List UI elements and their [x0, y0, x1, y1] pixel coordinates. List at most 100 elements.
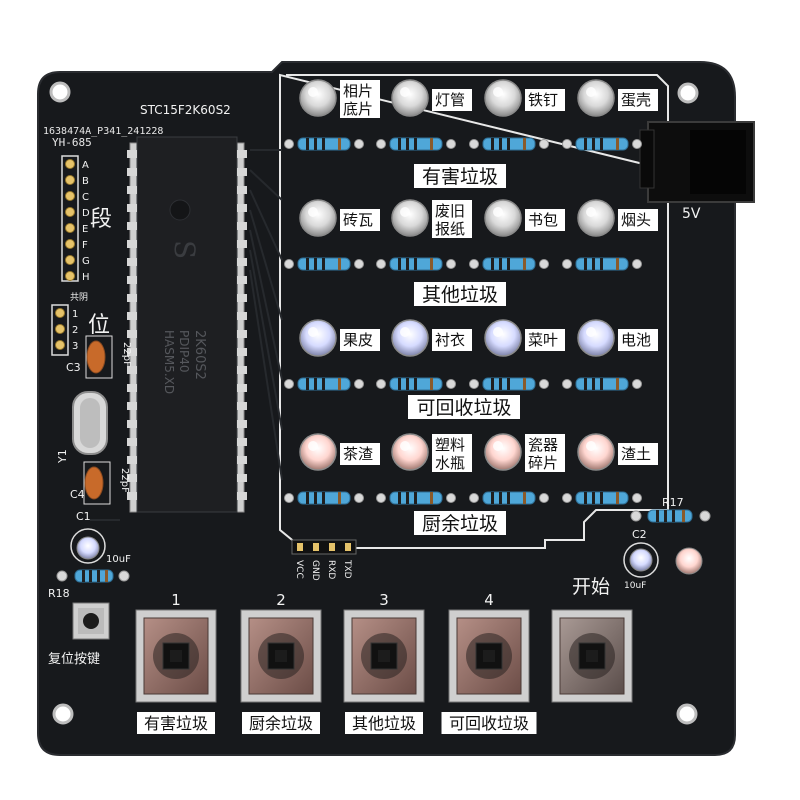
- segment-pin-label: B: [82, 176, 89, 187]
- segment-pin-label: E: [82, 224, 88, 235]
- item-label-box: [340, 443, 380, 465]
- crystal-y1: [72, 391, 108, 455]
- resistor: [376, 377, 456, 391]
- button-number: 3: [379, 591, 389, 609]
- mcu-chip: S 2K60S2 PDIP40 HASM5.XD: [127, 136, 247, 513]
- item-label-box: [432, 329, 472, 351]
- sort-button-1[interactable]: [135, 609, 217, 703]
- c4-label: C4: [70, 488, 85, 501]
- status-led: [675, 547, 703, 575]
- led-indicator: [299, 319, 337, 357]
- led-group: 相片底片灯管铁钉蛋壳有害垃圾: [284, 79, 658, 188]
- capacitor-c2: [623, 542, 659, 578]
- common-cathode-label: 共阴: [70, 292, 88, 303]
- resistor-r17: [630, 509, 711, 523]
- resistor: [376, 257, 456, 271]
- button-label-box: [242, 712, 320, 734]
- reset-button[interactable]: [72, 602, 110, 640]
- sort-button-2[interactable]: [240, 609, 322, 703]
- button-label-box: [137, 712, 215, 734]
- item-label: 相片底片: [343, 82, 373, 118]
- item-label: 砖瓦: [343, 211, 373, 229]
- led-indicator: [391, 199, 429, 237]
- item-label: 果皮: [343, 331, 373, 349]
- item-label-box: [525, 89, 565, 111]
- led-indicator: [484, 199, 522, 237]
- mounting-holes: [49, 81, 699, 725]
- item-label: 塑料水瓶: [435, 436, 465, 472]
- button-label-box: [441, 712, 537, 734]
- digit-pin-label: 2: [72, 325, 78, 336]
- item-label: 灯管: [435, 91, 465, 109]
- resistor: [469, 137, 549, 151]
- start-label: 开始: [572, 576, 610, 598]
- item-label: 烟头: [621, 211, 651, 229]
- led-panel-outline: [279, 73, 669, 549]
- item-label-box: [432, 434, 472, 472]
- chip-marking-1: 2K60S2: [192, 330, 207, 380]
- header-pin-label: RXD: [326, 560, 336, 579]
- item-label: 蛋壳: [621, 91, 651, 109]
- item-label: 铁钉: [528, 91, 558, 109]
- header-pin-label: GND: [310, 560, 320, 581]
- group-title-box: [414, 282, 506, 306]
- resistor-r18: [56, 569, 130, 583]
- item-label: 衬衣: [435, 331, 465, 349]
- item-label-box: [618, 443, 658, 465]
- header-pin-label: VCC: [294, 560, 304, 579]
- pcb-traces: [90, 149, 283, 521]
- model-label: YH-685: [52, 136, 92, 149]
- segment-pin-label: F: [82, 240, 88, 251]
- resistor: [469, 491, 549, 505]
- resistor: [376, 491, 456, 505]
- led-indicator: [484, 79, 522, 117]
- group-title: 其他垃圾: [422, 284, 498, 306]
- power-label: 5V: [682, 206, 701, 222]
- c2-value: 10uF: [624, 581, 646, 591]
- reset-label: 复位按键: [48, 652, 100, 667]
- sort-button-3[interactable]: [343, 609, 425, 703]
- group-title-box: [408, 395, 520, 419]
- segment-pin-label: G: [82, 256, 90, 267]
- group-title: 厨余垃圾: [422, 513, 498, 535]
- capacitor-c3: [85, 335, 113, 379]
- resistor: [376, 137, 456, 151]
- led-indicator: [577, 199, 615, 237]
- item-label-box: [618, 209, 658, 231]
- button-label: 厨余垃圾: [249, 714, 313, 733]
- led-indicator: [484, 319, 522, 357]
- c1-label: C1: [76, 510, 91, 523]
- led-indicator: [391, 319, 429, 357]
- group-title-box: [414, 511, 506, 535]
- item-label: 菜叶: [528, 331, 558, 349]
- item-label-box: [340, 80, 380, 118]
- mcu-label: STC15F2K60S2: [140, 103, 231, 117]
- group-title-box: [414, 164, 506, 188]
- sort-button-4[interactable]: [448, 609, 530, 703]
- item-label-box: [525, 329, 565, 351]
- led-indicator: [299, 79, 337, 117]
- digit-label: 位: [88, 313, 110, 338]
- item-label-box: [525, 209, 565, 231]
- button-label-box: [345, 712, 423, 734]
- serial-header: [291, 539, 357, 555]
- led-indicator: [299, 199, 337, 237]
- item-label: 废旧报纸: [435, 202, 465, 238]
- item-label: 渣土: [621, 445, 651, 463]
- resistor: [284, 257, 364, 271]
- button-number: 2: [276, 591, 286, 609]
- c3-value: 22pF: [121, 342, 132, 367]
- led-indicator: [577, 79, 615, 117]
- r17-label: R17: [662, 496, 684, 509]
- item-label: 书包: [528, 211, 558, 229]
- digit-header: 123: [51, 304, 78, 356]
- led-group: 茶渣塑料水瓶瓷器碎片渣土厨余垃圾: [284, 433, 658, 535]
- start-button[interactable]: [551, 609, 633, 703]
- capacitor-c4: [83, 461, 111, 505]
- led-indicator: [391, 433, 429, 471]
- c2-label: C2: [632, 528, 647, 541]
- item-label: 瓷器碎片: [528, 436, 558, 472]
- chip-logo: S: [168, 240, 201, 259]
